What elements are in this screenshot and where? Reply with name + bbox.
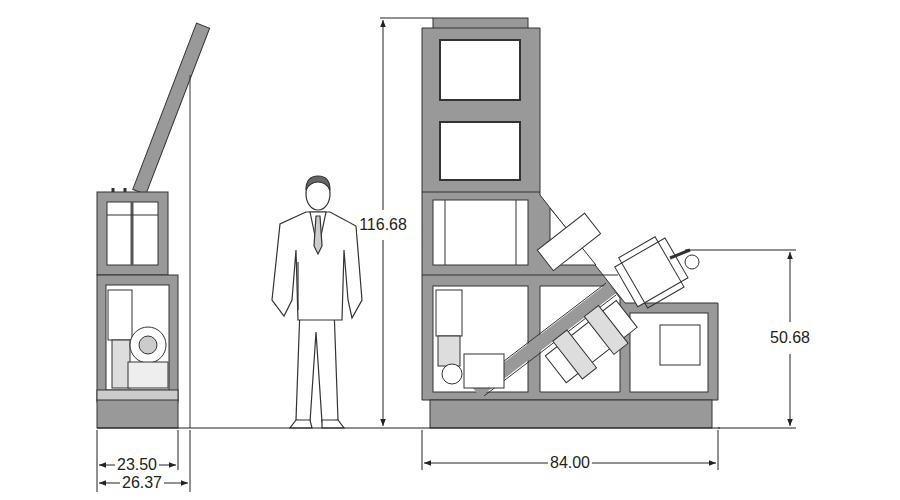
dimension-value: 26.37 — [120, 474, 164, 492]
dimension-value: 50.68 — [768, 329, 812, 347]
dimension-value: 23.50 — [115, 456, 159, 474]
dimension-value: 116.68 — [357, 216, 409, 234]
dimension-value: 84.00 — [548, 454, 592, 472]
dimension-lines — [97, 18, 796, 492]
side-view — [97, 23, 210, 428]
person-figure — [272, 176, 362, 428]
front-view — [422, 18, 718, 428]
